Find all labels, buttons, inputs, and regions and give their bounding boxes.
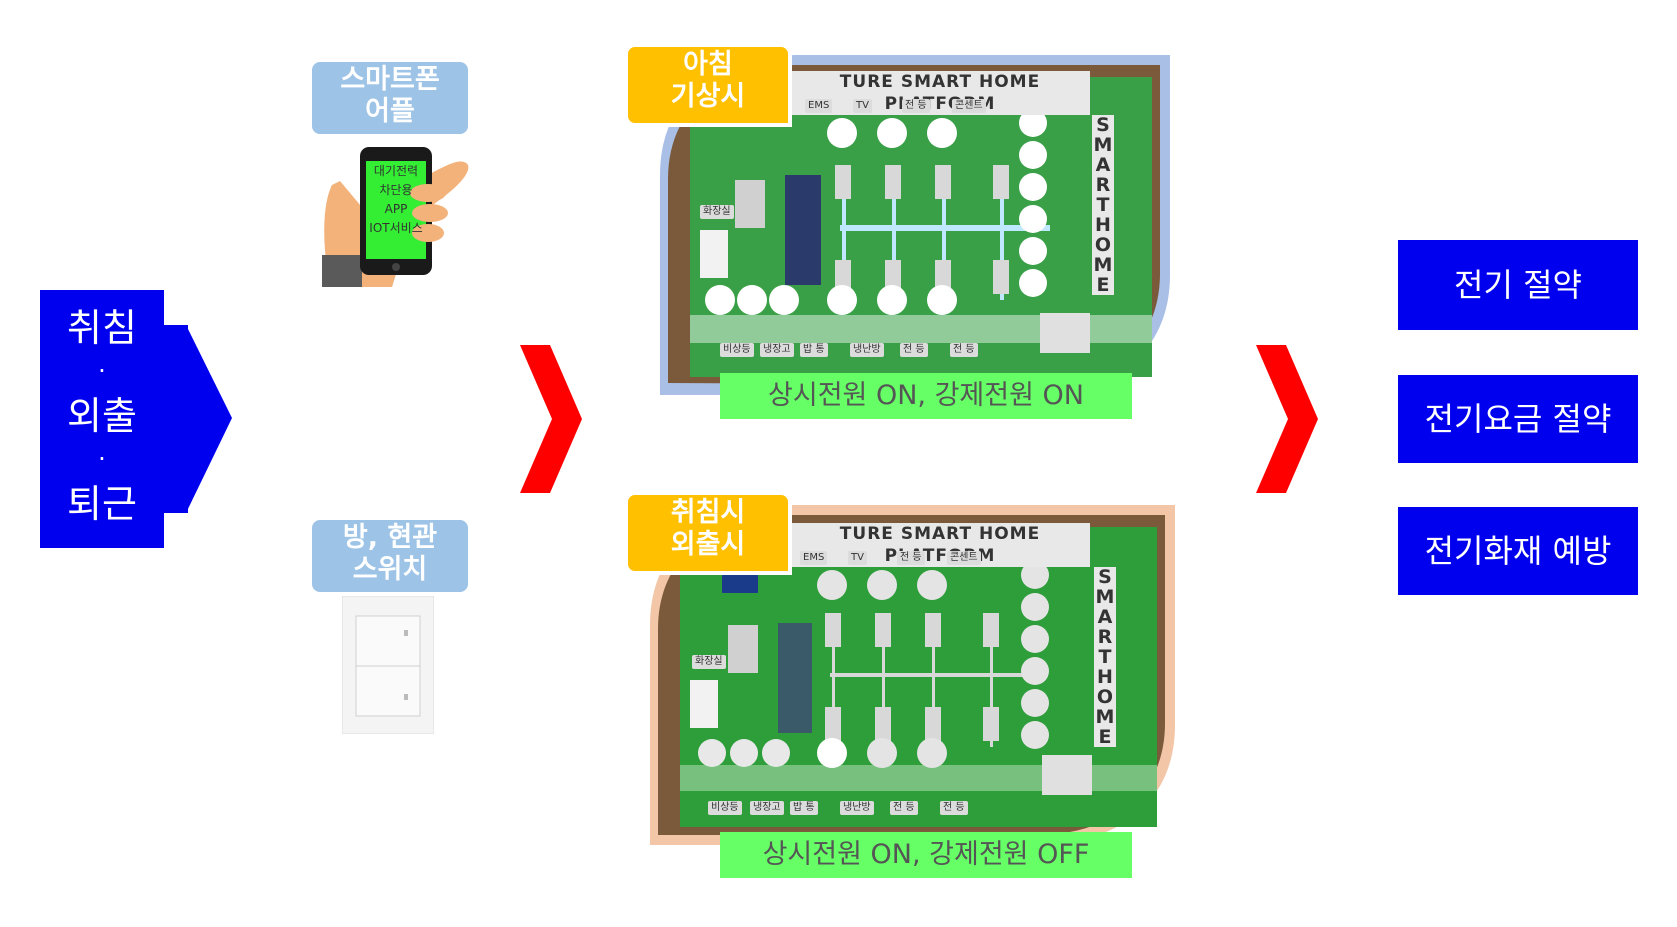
- board-tag-hvac-b: 냉난방: [840, 801, 874, 815]
- left-block-line-1: 취침: [67, 306, 137, 350]
- board-tag-emergency-b: 비상등: [708, 801, 742, 815]
- board-tag-light: 전 등: [902, 99, 930, 113]
- board-tag-tv-b: TV: [848, 551, 867, 565]
- phone-in-hand-icon: [322, 147, 469, 287]
- board-title-bottom: TURE SMART HOME PLATFORM: [790, 523, 1090, 567]
- chevron-right-icon-2: [1256, 345, 1318, 493]
- left-block-dot-1: ·: [98, 357, 106, 385]
- board-tag-emergency: 비상등: [720, 343, 754, 357]
- board-tag-light-b2: 전 등: [950, 343, 978, 357]
- board-tag-tv: TV: [853, 99, 872, 113]
- board-tag-fridge-b: 냉장고: [750, 801, 784, 815]
- board-tag-light-b1-b: 전 등: [890, 801, 918, 815]
- left-block-dot-2: ·: [98, 445, 106, 473]
- board-tag-light-b2-b: 전 등: [940, 801, 968, 815]
- scenario-caption-morning: 상시전원 ON, 강제전원 ON: [720, 373, 1132, 419]
- board-tag-bathroom: 화장실: [700, 205, 734, 219]
- board-tag-light-b1: 전 등: [900, 343, 928, 357]
- left-arrow-shape: [40, 290, 232, 548]
- board-tag-ems: EMS: [805, 99, 833, 113]
- board-tag-ricecooker: 밥 통: [800, 343, 828, 357]
- board-tag-light-top-b: 전 등: [897, 551, 925, 565]
- board-title-top: TURE SMART HOME PLATFORM: [790, 71, 1090, 115]
- board-tag-outlet-b: 콘센트: [947, 551, 981, 565]
- board-tag-fridge: 냉장고: [760, 343, 794, 357]
- scenario-caption-sleep-out: 상시전원 ON, 강제전원 OFF: [720, 832, 1132, 878]
- board-tag-hvac: 냉난방: [850, 343, 884, 357]
- left-block-line-2: 외출: [67, 394, 137, 438]
- scenario-label-morning: 아침 기상시: [625, 44, 791, 126]
- left-block-line-3: 퇴근: [67, 482, 137, 526]
- scenario-label-sleep-out: 취침시 외출시: [625, 492, 791, 574]
- switch-label: 방, 현관 스위치: [312, 520, 468, 592]
- phone-screen-text: 대기전력 차단용 APP IOT서비스: [369, 164, 423, 235]
- board-tag-ems-b: EMS: [800, 551, 828, 565]
- board-tag-ricecooker-b: 밥 통: [790, 801, 818, 815]
- smartphone-app-label: 스마트폰 어플: [312, 62, 468, 134]
- result-fire-prevention: 전기화재 예방: [1398, 507, 1638, 595]
- wall-switch-icon: [342, 596, 434, 734]
- result-bill-saving: 전기요금 절약: [1398, 375, 1638, 463]
- chevron-right-icon-1: [520, 345, 582, 493]
- board-tag-outlet: 콘센트: [952, 99, 986, 113]
- result-electricity-saving: 전기 절약: [1398, 240, 1638, 330]
- board-tag-bathroom-b: 화장실: [692, 655, 726, 669]
